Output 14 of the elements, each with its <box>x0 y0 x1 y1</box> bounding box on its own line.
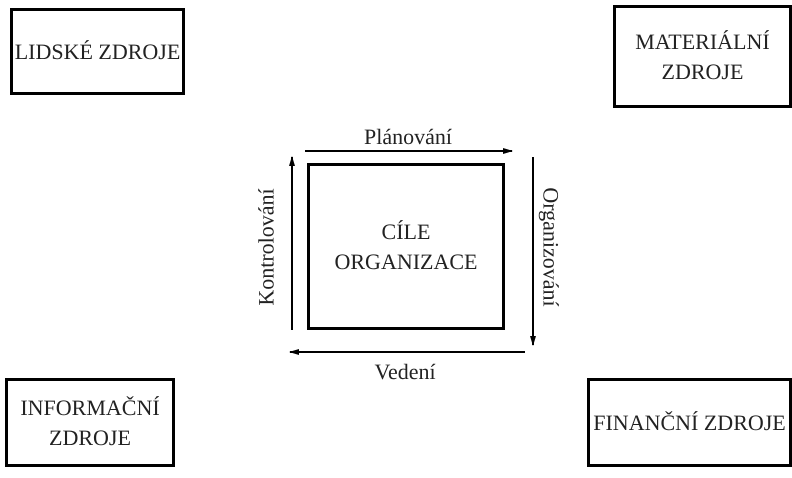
node-text: FINANČNÍ ZDROJE <box>593 408 786 437</box>
resource-box <box>5 378 175 467</box>
node-text: LIDSKÉ ZDROJE <box>14 38 180 66</box>
node-text: CÍLE ORGANIZACE <box>334 218 478 276</box>
process-label: Vedení <box>374 359 436 385</box>
process-label: Organizování <box>537 187 564 307</box>
resource-box <box>613 5 792 108</box>
process-label: Kontrolování <box>253 188 280 306</box>
resource-box <box>587 378 792 467</box>
node-text: MATERIÁLNÍ ZDROJE <box>634 28 771 86</box>
resource-box <box>10 8 185 95</box>
node-text: INFORMAČNÍ ZDROJE <box>19 394 161 452</box>
process-label: Plánování <box>364 124 452 150</box>
goal-box <box>307 163 505 330</box>
